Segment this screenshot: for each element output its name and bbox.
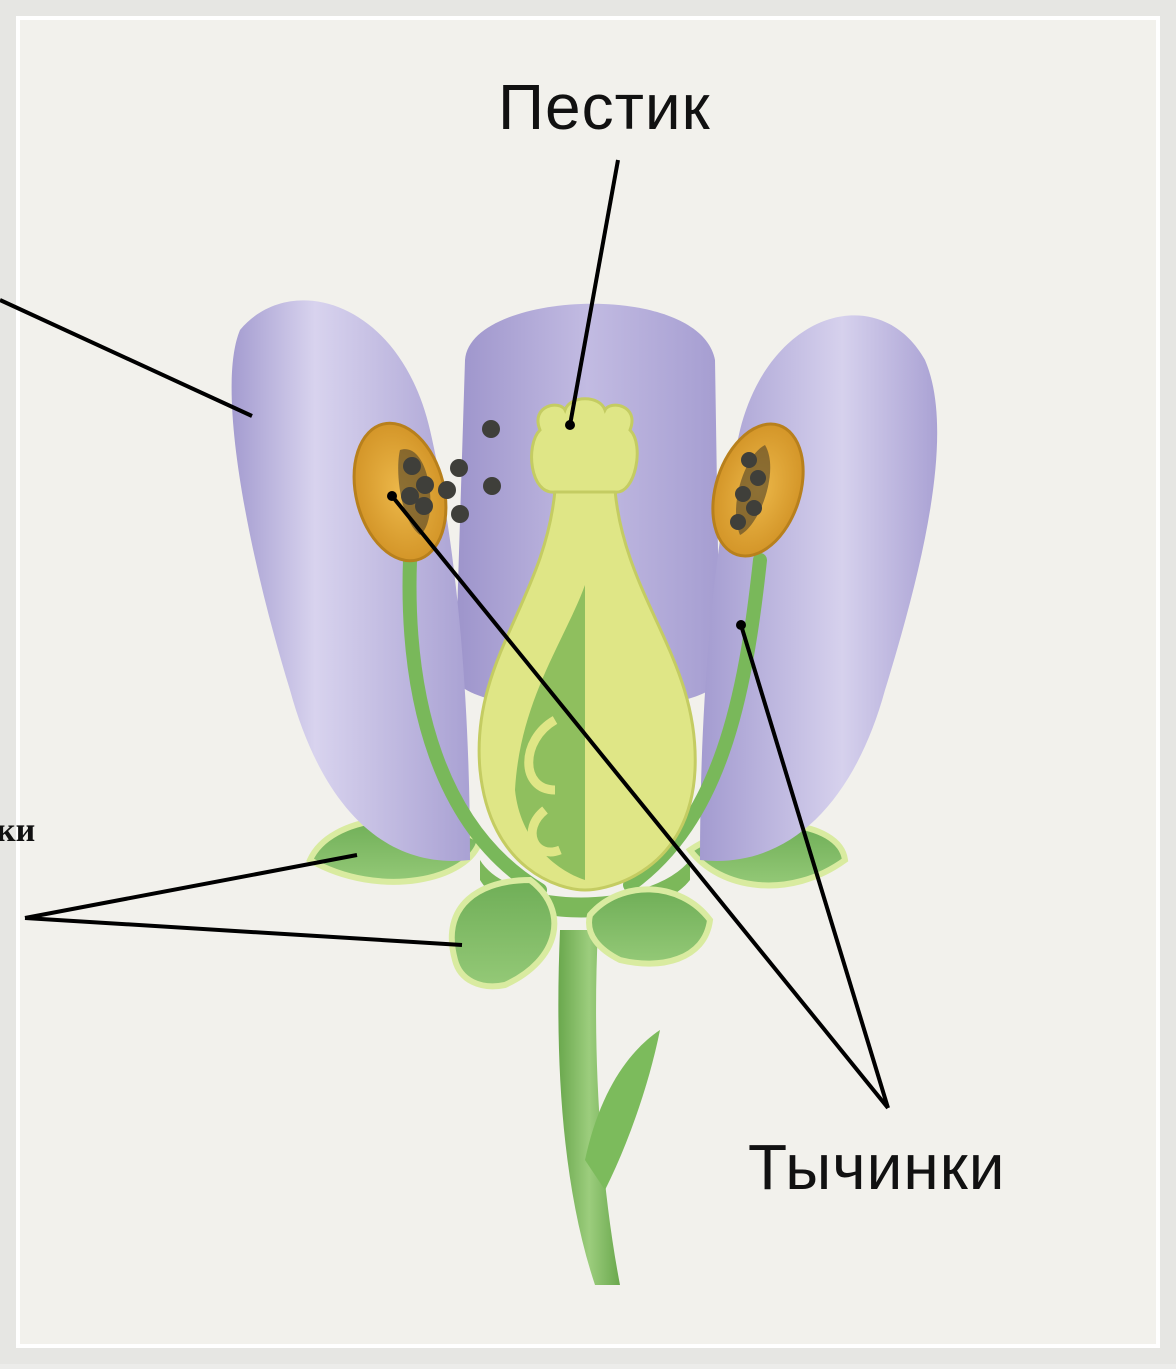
- stigma: [532, 399, 638, 492]
- stamens-label: Тычинки: [748, 1130, 1005, 1204]
- sepals-label-partial: ки: [0, 812, 35, 850]
- pistil-label: Пестик: [498, 70, 711, 144]
